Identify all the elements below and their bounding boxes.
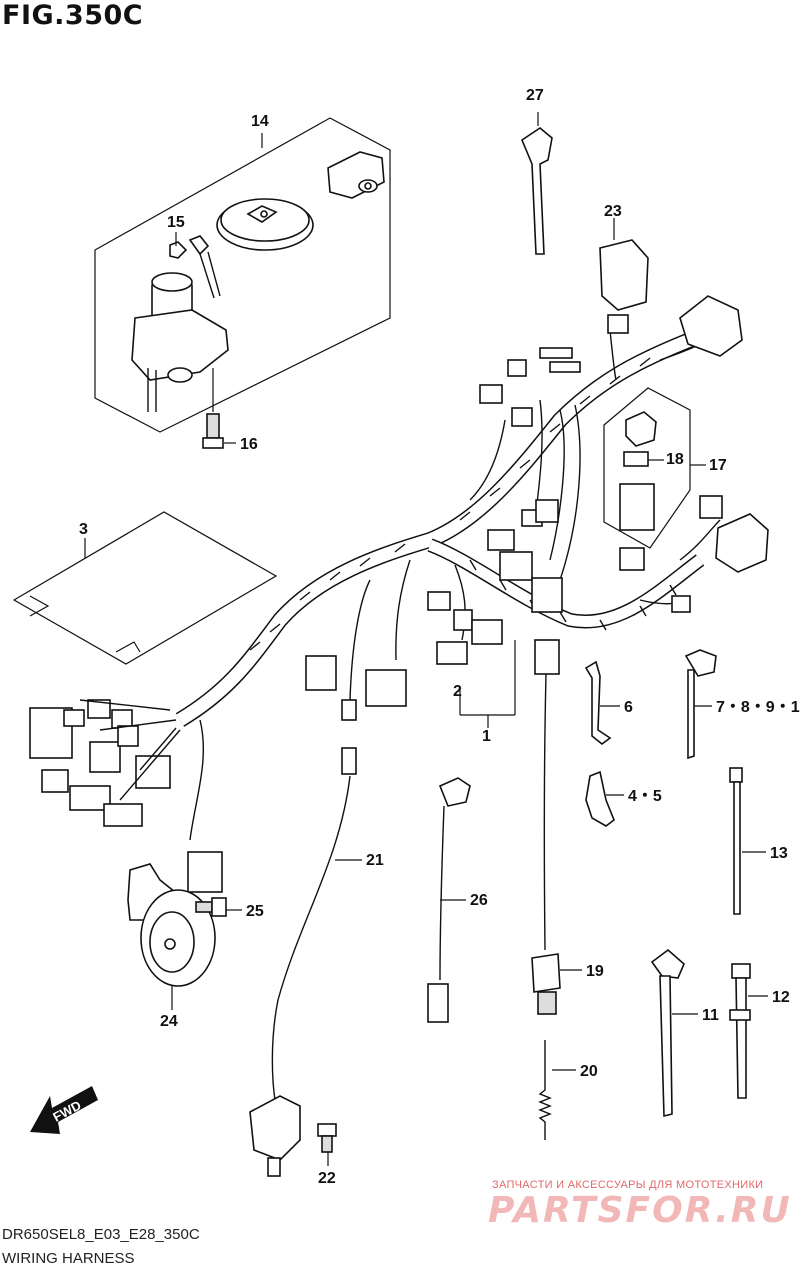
lead-26-part — [427, 777, 471, 1023]
callout-22: 22 — [318, 1170, 336, 1187]
callout-3: 3 — [79, 521, 88, 538]
callout-25: 25 — [246, 903, 264, 920]
watermark-logo: PARTSFOR.RU — [488, 1190, 792, 1231]
main-wiring-harness — [175, 329, 731, 841]
relay-23-part — [599, 218, 649, 311]
figure-name: WIRING HARNESS — [2, 1250, 135, 1267]
tie-11-part — [650, 948, 698, 1118]
harness-connectors — [29, 295, 769, 893]
callout-14: 14 — [251, 113, 269, 130]
fuel-cap-part — [216, 198, 314, 251]
callout-11: 11 — [702, 1007, 719, 1024]
fuse-box-group — [603, 387, 706, 549]
tie-7-10-part — [684, 649, 717, 760]
callout-13: 13 — [770, 845, 788, 862]
callout-15: 15 — [167, 214, 185, 231]
clamp-6-part — [584, 660, 620, 746]
tie-12-part — [729, 963, 768, 1099]
horn-part — [127, 863, 216, 1010]
callout-26: 26 — [470, 892, 488, 909]
callout-21: 21 — [366, 852, 384, 869]
callout-19: 19 — [586, 963, 604, 980]
fwd-label: FWD — [50, 1097, 83, 1124]
callout-17: 17 — [709, 457, 727, 474]
callout-23: 23 — [604, 203, 622, 220]
callout-7-8-9-10: 7・8・9・10 — [716, 699, 800, 716]
clamp-4-5-part — [585, 770, 624, 827]
callout-27: 27 — [526, 87, 544, 104]
bolt-25-part — [195, 897, 242, 917]
sensor-lead-21-part — [249, 747, 362, 1177]
ignition-switch-set-box — [94, 117, 391, 433]
ignition-switch-part — [131, 235, 229, 412]
figure-title: FIG.350C — [2, 0, 144, 31]
seat-lock-part — [327, 151, 385, 199]
callout-18: 18 — [666, 451, 684, 468]
sensor-19-part — [531, 639, 582, 1015]
callout-2: 2 — [453, 683, 462, 700]
key-blank-part — [521, 112, 553, 255]
callout-12: 12 — [772, 989, 790, 1006]
figure-code: DR650SEL8_E03_E28_350C — [2, 1226, 200, 1243]
callout-1-2-leaders — [459, 640, 516, 728]
callout-1: 1 — [482, 728, 491, 745]
callout-16: 16 — [240, 436, 258, 453]
callout-24: 24 — [160, 1013, 178, 1030]
callout-4-5: 4・5 — [628, 788, 662, 805]
watermark-tagline: ЗАПЧАСТИ И АКСЕССУАРЫ ДЛЯ МОТОТЕХНИКИ — [492, 1179, 764, 1191]
spring-20-part — [538, 1040, 576, 1140]
fwd-arrow-icon: FWD — [30, 1086, 98, 1134]
owners-manual-part — [12, 511, 278, 665]
tie-13-part — [729, 767, 766, 915]
callout-6: 6 — [624, 699, 633, 716]
callout-20: 20 — [580, 1063, 598, 1080]
bolt-16-part — [202, 368, 236, 449]
screw-22-part — [317, 1123, 337, 1166]
